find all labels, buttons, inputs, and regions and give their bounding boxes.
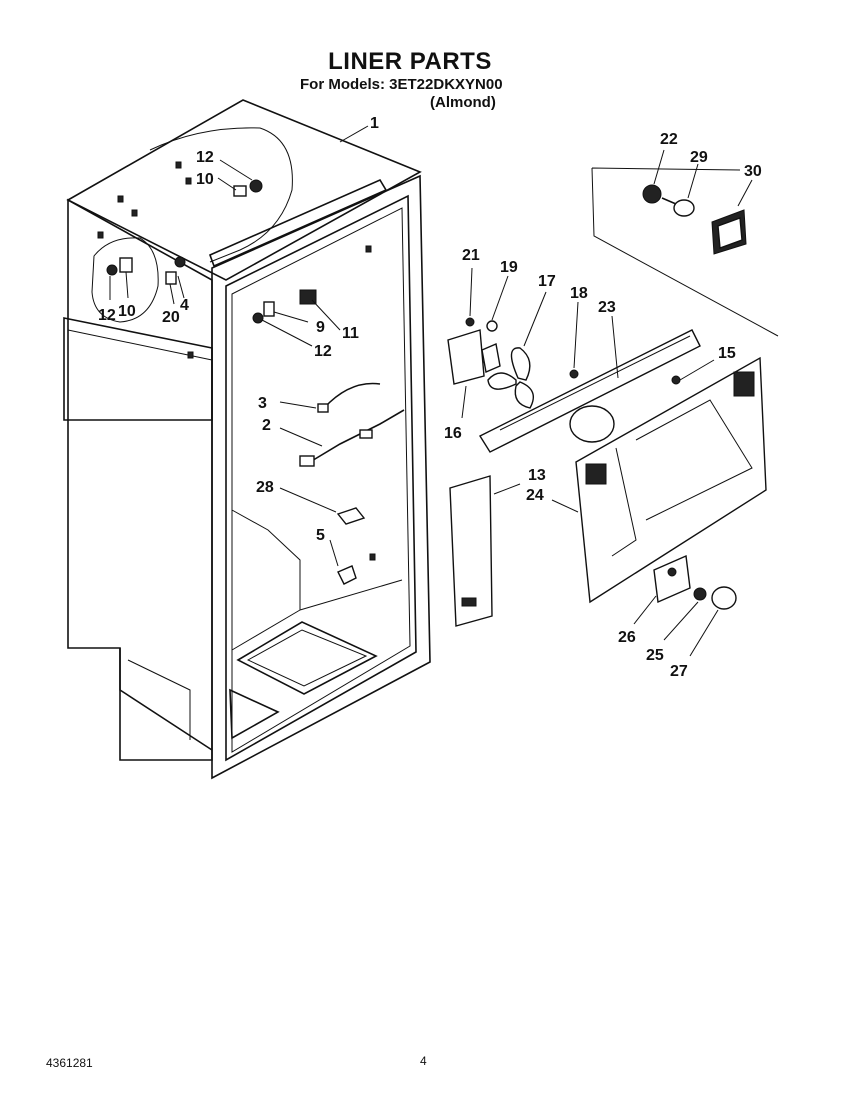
callout-23: 23 xyxy=(598,299,616,316)
callout-27: 27 xyxy=(670,663,688,680)
callout-17: 17 xyxy=(538,273,556,290)
callout-3: 3 xyxy=(258,395,267,412)
callout-4: 4 xyxy=(180,297,189,314)
callout-12c: 12 xyxy=(314,343,332,360)
models-line: For Models: 3ET22DKXYN00 xyxy=(300,76,503,93)
callout-20: 20 xyxy=(162,309,180,326)
doc-number: 4361281 xyxy=(46,1056,93,1070)
page-number: 4 xyxy=(420,1054,427,1068)
part-27 xyxy=(711,586,737,610)
callout-9: 9 xyxy=(316,319,325,336)
callout-13: 13 xyxy=(528,467,546,484)
callout-10a: 10 xyxy=(196,171,214,188)
callout-5: 5 xyxy=(316,527,325,544)
part-13-cover xyxy=(449,475,493,627)
part-25 xyxy=(693,587,707,601)
callout-22: 22 xyxy=(660,131,678,148)
callout-10b: 10 xyxy=(118,303,136,320)
callout-16: 16 xyxy=(444,425,462,442)
callout-15: 15 xyxy=(718,345,736,362)
callout-21: 21 xyxy=(462,247,480,264)
callout-12a: 12 xyxy=(196,149,214,166)
callout-29: 29 xyxy=(690,149,708,166)
light-assembly xyxy=(591,167,779,337)
fan-motor-assembly xyxy=(447,317,579,409)
callout-19: 19 xyxy=(500,259,518,276)
leader-lines xyxy=(109,125,753,657)
callout-12b: 12 xyxy=(98,307,116,324)
color-line: (Almond) xyxy=(430,94,496,111)
liner-cabinet xyxy=(63,99,431,780)
callout-2: 2 xyxy=(262,417,271,434)
callout-26: 26 xyxy=(618,629,636,646)
callout-24: 24 xyxy=(526,487,544,504)
callout-28: 28 xyxy=(256,479,274,496)
callout-numbers: 1 12 10 12 10 4 20 9 11 12 3 2 28 5 21 1… xyxy=(98,115,762,680)
callout-11: 11 xyxy=(342,325,359,342)
callout-1: 1 xyxy=(370,115,379,132)
small-parts xyxy=(106,179,405,585)
page-title: LINER PARTS xyxy=(328,48,492,75)
duct-and-panel xyxy=(478,329,767,604)
callout-25: 25 xyxy=(646,647,664,664)
callout-30: 30 xyxy=(744,163,762,180)
callout-18: 18 xyxy=(570,285,588,302)
